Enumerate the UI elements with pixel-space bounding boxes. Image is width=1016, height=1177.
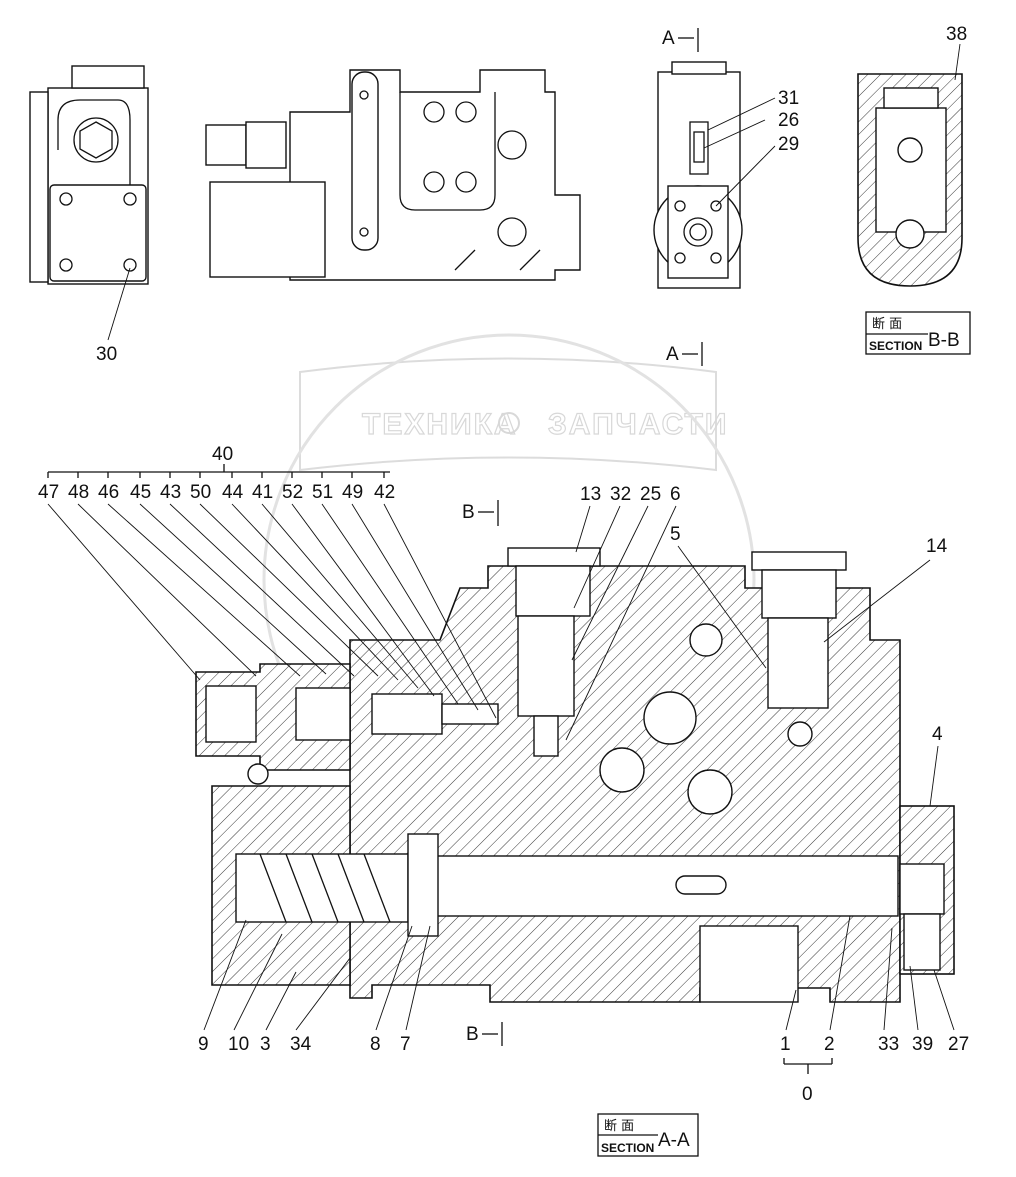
callout-38: 38: [946, 24, 967, 45]
callout-26: 26: [778, 110, 799, 131]
leader-39: [909, 965, 919, 1031]
callout-4: 4: [932, 724, 943, 745]
svg-text:断 面: 断 面: [872, 317, 902, 332]
callout-30: 30: [96, 344, 117, 365]
callout-51: 51: [312, 482, 333, 503]
leader-44: [231, 503, 399, 681]
callout-49: 49: [342, 482, 363, 503]
leader-33: [883, 927, 893, 1031]
leader-51: [321, 503, 459, 705]
leader-52: [291, 503, 435, 697]
section-a-mid-marker: A: [666, 342, 703, 366]
callout-9: 9: [198, 1034, 209, 1055]
group-40-callouts: 47 48 46 45 43 50 44 41 52 51 49 42: [38, 472, 497, 719]
leader-42: [383, 503, 497, 719]
callout-52: 52: [282, 482, 303, 503]
gear-icon: [498, 412, 520, 434]
callout-33: 33: [878, 1034, 899, 1055]
svg-text:断 面: 断 面: [604, 1119, 634, 1134]
callout-34: 34: [290, 1034, 312, 1055]
svg-text:A: A: [666, 344, 679, 365]
callout-41: 41: [252, 482, 273, 503]
view-end-right: A 31 26 29: [653, 28, 799, 289]
callout-5: 5: [670, 524, 681, 545]
callout-10: 10: [228, 1034, 249, 1055]
leader-1: [785, 989, 797, 1031]
svg-text:SECTION: SECTION: [601, 1141, 654, 1155]
callout-14: 14: [926, 536, 948, 557]
callout-2: 2: [824, 1034, 835, 1055]
svg-text:A-A: A-A: [658, 1130, 690, 1151]
callout-8: 8: [370, 1034, 381, 1055]
callout-43: 43: [160, 482, 181, 503]
section-aa-title: 断 面 SECTION A-A: [597, 1113, 699, 1157]
leader-50: [199, 503, 379, 677]
leader-27: [933, 969, 955, 1031]
callout-1: 1: [780, 1034, 791, 1055]
svg-text:SECTION: SECTION: [869, 339, 922, 353]
section-a-top: A: [662, 28, 675, 49]
section-bb-view: 38 断 面 SECTION B-B: [857, 24, 971, 355]
callout-29: 29: [778, 134, 799, 155]
callout-48: 48: [68, 482, 89, 503]
callout-47: 47: [38, 482, 59, 503]
leader-41: [261, 503, 419, 689]
callout-42: 42: [374, 482, 395, 503]
callout-3: 3: [260, 1034, 271, 1055]
callout-7: 7: [400, 1034, 411, 1055]
leader-45: [139, 503, 327, 675]
leader-9: [203, 919, 247, 1031]
watermark-text-1: ТЕХНИКА: [362, 408, 518, 441]
group-0-label: 0: [802, 1084, 813, 1105]
callout-39: 39: [912, 1034, 933, 1055]
leader-48: [77, 503, 257, 677]
leader-8: [375, 925, 413, 1031]
watermark-text-2: ЗАПЧАСТИ: [548, 408, 728, 441]
callout-50: 50: [190, 482, 211, 503]
callout-46: 46: [98, 482, 119, 503]
callout-13: 13: [580, 484, 601, 505]
callout-45: 45: [130, 482, 151, 503]
leader-2: [829, 915, 851, 1031]
callout-27: 27: [948, 1034, 969, 1055]
section-b-bottom: B: [466, 1024, 479, 1045]
callout-32: 32: [610, 484, 631, 505]
callout-31: 31: [778, 88, 799, 109]
leader-46: [107, 503, 301, 677]
leader-10: [233, 933, 283, 1031]
view-front: [205, 69, 581, 281]
leader-3: [265, 971, 297, 1031]
watermark: ТЕХНИКА ЗАПЧАСТИ: [262, 333, 756, 827]
section-b-top: B: [462, 502, 475, 523]
leader-43: [169, 503, 355, 677]
leader-34: [295, 957, 351, 1031]
leader-49: [351, 503, 479, 711]
group-40-label: 40: [212, 444, 233, 465]
svg-text:B-B: B-B: [928, 330, 960, 351]
callout-25: 25: [640, 484, 661, 505]
view-end-left: 30: [29, 65, 149, 365]
section-bb-title: 断 面 SECTION B-B: [865, 311, 971, 355]
leader-7: [405, 925, 431, 1031]
callout-44: 44: [222, 482, 244, 503]
leader-47: [47, 503, 201, 681]
callout-6: 6: [670, 484, 681, 505]
